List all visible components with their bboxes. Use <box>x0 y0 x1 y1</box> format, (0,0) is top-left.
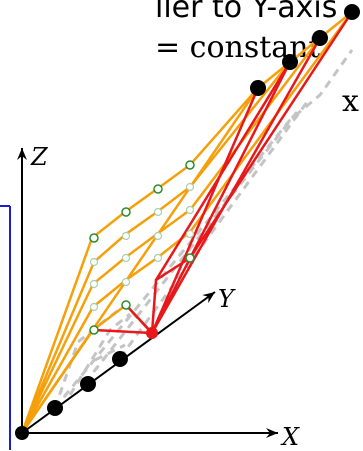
caption-fragment: x <box>342 84 359 119</box>
gray-dashed-projections <box>53 49 354 409</box>
caption-top-line: ller to Y-axis <box>155 0 338 25</box>
black-dots <box>15 4 360 440</box>
red-lines <box>93 11 354 335</box>
faint-green-points <box>89 182 195 312</box>
x-axis-label: X <box>282 423 300 451</box>
green-points <box>89 160 195 335</box>
z-axis-label: Z <box>31 143 48 171</box>
red-junction-dot <box>146 327 158 339</box>
orange-lines <box>20 11 354 434</box>
y-axis-label: Y <box>218 285 234 313</box>
